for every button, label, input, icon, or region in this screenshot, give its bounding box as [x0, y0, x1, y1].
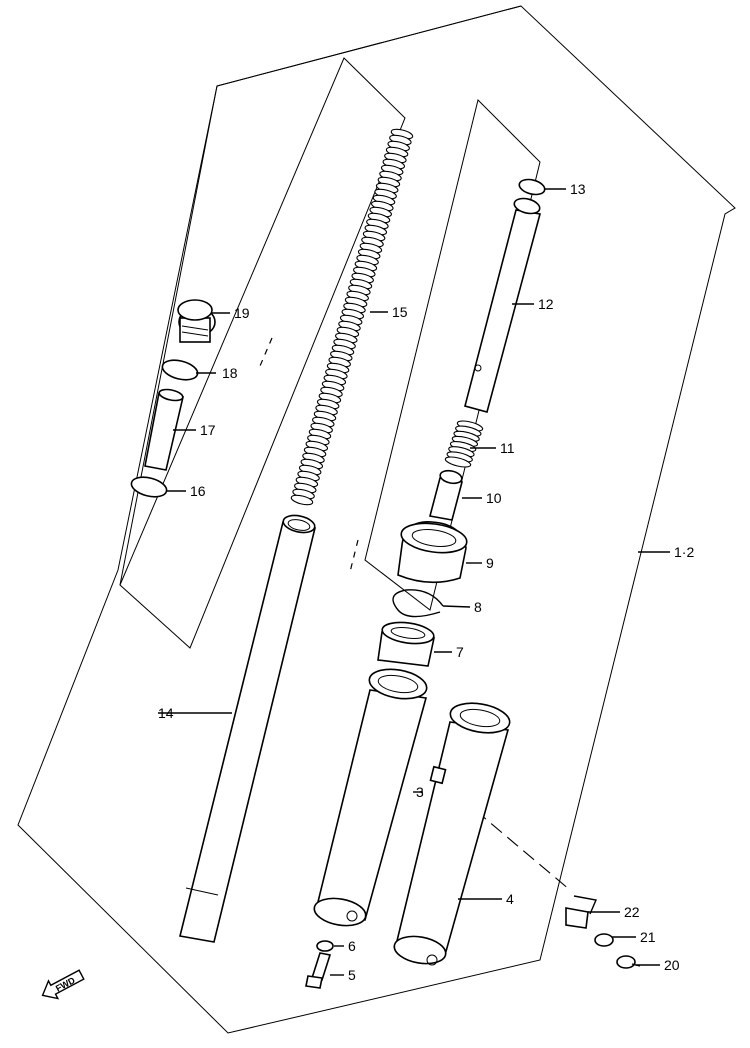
assembly-frame-outline — [17, 5, 736, 1034]
callout-1-2: 1·2 — [674, 544, 694, 560]
spring-coil — [444, 456, 472, 468]
part-22-clamp — [565, 895, 597, 929]
callout-20: 20 — [664, 957, 680, 973]
part-10-oil-lock-piece — [429, 469, 463, 521]
callout-3: 3 — [416, 784, 424, 800]
part-7-oil-seal — [377, 621, 435, 667]
split-line-left — [259, 337, 273, 367]
inner-panel-left — [119, 5, 522, 586]
part-12-damper-rod — [464, 197, 542, 413]
callout-19: 19 — [234, 305, 250, 321]
callout-12: 12 — [538, 296, 554, 312]
part-3-outer-tube-left — [313, 668, 428, 927]
callout-17: 17 — [200, 422, 216, 438]
callout-10: 10 — [486, 490, 502, 506]
callout-8: 8 — [474, 599, 482, 615]
callout-6: 6 — [348, 938, 356, 954]
part-6-washer — [316, 940, 334, 952]
callout-labels: 1·2 3 4 5 6 7 8 9 10 11 12 13 14 15 16 1… — [158, 181, 694, 983]
part-20-screw — [616, 955, 641, 969]
callout-18: 18 — [222, 365, 238, 381]
fwd-direction-arrow: FWD — [41, 969, 85, 1000]
callout-11: 11 — [500, 440, 515, 456]
part-5-bolt — [305, 952, 332, 989]
spring-coil — [290, 494, 314, 506]
callout-7: 7 — [456, 644, 464, 660]
part-17-spacer — [144, 388, 184, 471]
inner-panel-spring — [119, 57, 406, 649]
part-15-fork-spring — [290, 128, 414, 506]
callout-21: 21 — [640, 929, 656, 945]
callout-4: 4 — [506, 891, 514, 907]
callout-16: 16 — [190, 483, 206, 499]
part-19-cap-bolt — [177, 299, 216, 343]
callout-9: 9 — [486, 555, 494, 571]
part-8-stopper-ring — [392, 589, 444, 618]
split-line-mid — [349, 539, 359, 573]
callout-22: 22 — [624, 904, 640, 920]
part-14-inner-tube — [179, 514, 316, 943]
part-11-rebound-spring — [444, 420, 484, 468]
part-9-dust-seal — [397, 521, 468, 584]
part-16-washer — [130, 476, 168, 498]
inner-panel-tube — [364, 99, 541, 611]
part-4-outer-tube-right — [393, 702, 511, 966]
callout-13: 13 — [570, 181, 586, 197]
part-21-washer — [594, 933, 614, 947]
leader-lines — [158, 188, 670, 976]
part-18-o-ring — [161, 359, 199, 381]
part-13-ring — [518, 178, 546, 196]
callout-14: 14 — [158, 705, 174, 721]
callout-15: 15 — [392, 304, 408, 320]
callout-5: 5 — [348, 967, 356, 983]
